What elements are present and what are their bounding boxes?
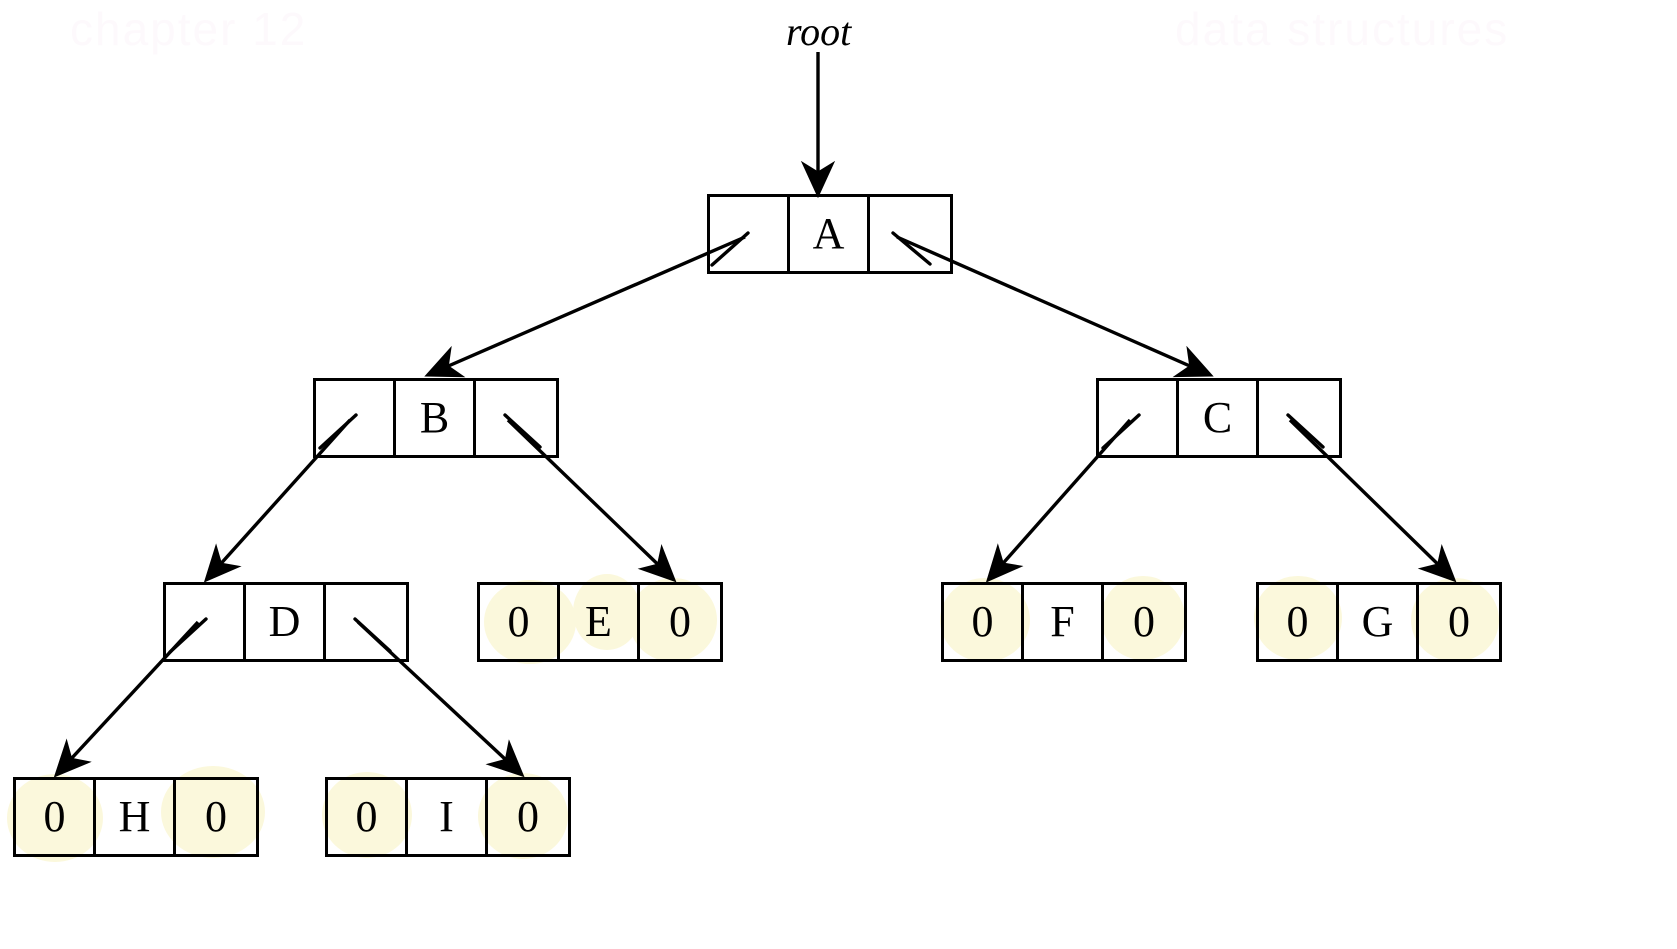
edge-A-to-B <box>424 235 746 378</box>
node-B-right-pointer <box>476 381 556 455</box>
node-F[interactable]: 0 F 0 <box>941 582 1187 662</box>
node-I[interactable]: 0 I 0 <box>325 777 571 857</box>
node-G-data: G <box>1339 585 1419 659</box>
node-E[interactable]: 0 E 0 <box>477 582 723 662</box>
node-H[interactable]: 0 H 0 <box>13 777 259 857</box>
node-E-right-null: 0 <box>669 597 691 646</box>
node-B-left-pointer <box>316 381 396 455</box>
node-C-data: C <box>1179 381 1259 455</box>
node-F-left-null: 0 <box>944 585 1024 659</box>
node-A[interactable]: A <box>707 194 953 274</box>
node-D-data: D <box>246 585 326 659</box>
node-A-right-pointer <box>870 197 950 271</box>
watermark-top-left: chapter 12 <box>70 3 308 55</box>
node-F-data: F <box>1024 585 1104 659</box>
node-A-left-pointer <box>710 197 790 271</box>
node-B[interactable]: B <box>313 378 559 458</box>
node-I-data: I <box>408 780 488 854</box>
node-G-right-null: 0 <box>1448 597 1470 646</box>
node-D-right-pointer <box>326 585 406 659</box>
node-F-right-null: 0 <box>1133 597 1155 646</box>
node-G-left-null: 0 <box>1259 585 1339 659</box>
node-H-left-null: 0 <box>16 780 96 854</box>
node-D-left-pointer <box>166 585 246 659</box>
node-E-data: E <box>560 585 640 659</box>
node-C-left-pointer <box>1099 381 1179 455</box>
root-label: root <box>786 9 852 54</box>
node-H-right-null: 0 <box>205 792 227 841</box>
node-D[interactable]: D <box>163 582 409 662</box>
node-A-data: A <box>790 197 870 271</box>
node-E-left-null: 0 <box>480 585 560 659</box>
node-I-right-null: 0 <box>517 792 539 841</box>
watermark-top-right: data structures <box>1175 3 1510 55</box>
node-G[interactable]: 0 G 0 <box>1256 582 1502 662</box>
node-C-right-pointer <box>1259 381 1339 455</box>
node-I-left-null: 0 <box>328 780 408 854</box>
node-H-data: H <box>96 780 176 854</box>
node-C[interactable]: C <box>1096 378 1342 458</box>
node-B-data: B <box>396 381 476 455</box>
